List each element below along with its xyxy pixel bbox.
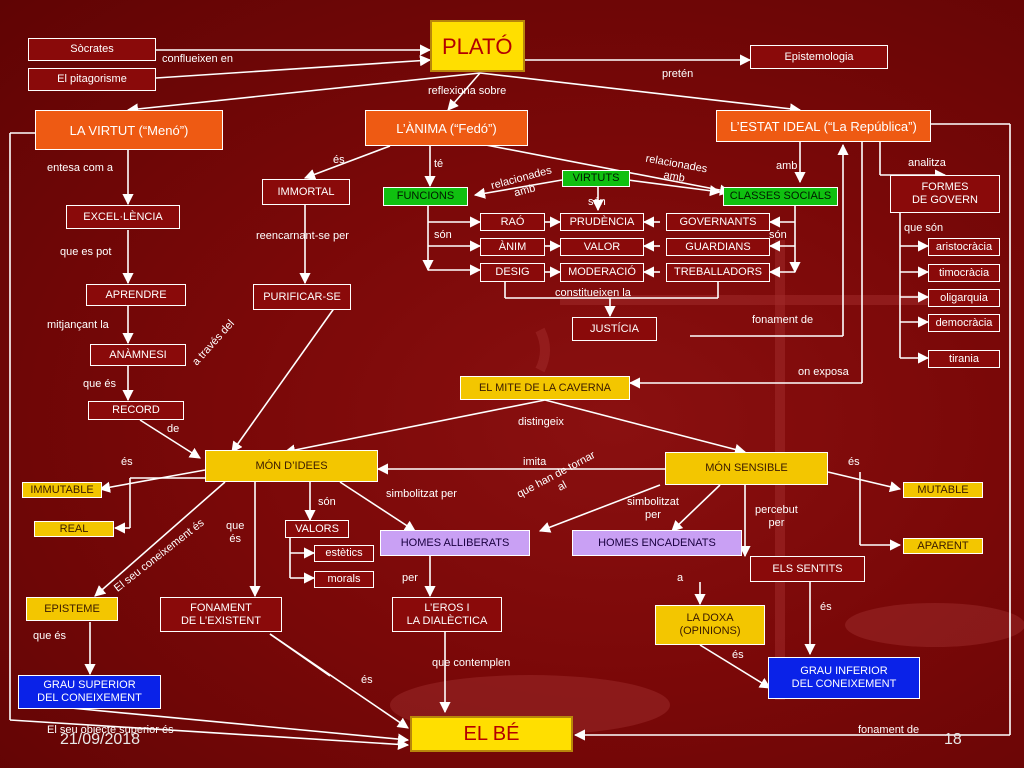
estat-box[interactable]: L’ESTAT IDEAL (“La República”) (716, 110, 931, 142)
footer-page-number: 18 (944, 731, 962, 748)
label-es-doxa: és (732, 649, 744, 661)
socrates-box[interactable]: Sòcrates (28, 38, 156, 61)
label-on-exposa: on exposa (798, 366, 849, 378)
label-a: a (677, 572, 684, 584)
formes-govern-box[interactable]: FORMES DE GOVERN (890, 175, 1000, 213)
label-preten: pretén (662, 68, 694, 80)
guardians-box[interactable]: GUARDIANS (666, 238, 770, 256)
sentits-box[interactable]: ELS SENTITS (750, 556, 865, 582)
mon-idees-box[interactable]: MÓN D’IDEES (205, 450, 378, 482)
anim-box[interactable]: ÀNIM (480, 238, 545, 256)
doxa-box[interactable]: LA DOXA (OPINIONS) (655, 605, 765, 645)
aprendre-box[interactable]: APRENDRE (86, 284, 186, 306)
grau-superior-box[interactable]: GRAU SUPERIOR DEL CONEIXEMENT (18, 675, 161, 709)
pitagorisme-box[interactable]: El pitagorisme (28, 68, 156, 91)
label-analitza: analitza (908, 157, 946, 169)
label-que-es-pot: que es pot (60, 246, 112, 258)
governants-box[interactable]: GOVERNANTS (666, 213, 770, 231)
immortal-box[interactable]: IMMORTAL (262, 179, 350, 205)
label-son-valors: són (318, 496, 336, 508)
eros-dialectica-box[interactable]: L’EROS I LA DIALÈCTICA (392, 597, 502, 632)
moderacio-box[interactable]: MODERACIÓ (560, 263, 644, 282)
prudencia-box[interactable]: PRUDÈNCIA (560, 213, 644, 231)
rao-box[interactable]: RAÓ (480, 213, 545, 231)
classes-box[interactable]: CLASSES SOCIALS (723, 187, 838, 206)
anamnesi-box[interactable]: ANÀMNESI (90, 344, 186, 366)
label-te: té (434, 158, 444, 170)
homes-encadenats-box[interactable]: HOMES ENCADENATS (572, 530, 742, 556)
record-box[interactable]: RECORD (88, 401, 184, 420)
label-es-idees: és (121, 456, 133, 468)
label-son-funcions: són (434, 229, 452, 241)
label-constitueixen: constitueixen la (555, 287, 631, 299)
label-simbolitzat-alliberats: simbolitzat per (386, 488, 457, 500)
label-fonament-de: fonament de (752, 314, 814, 326)
label-entesa: entesa com a (47, 162, 114, 174)
epistemologia-box[interactable]: Epistemologia (750, 45, 888, 69)
grau-inferior-box[interactable]: GRAU INFERIOR DEL CONEIXEMENT (768, 657, 920, 699)
label-distingeix: distingeix (518, 416, 564, 428)
label-que-es: que és (83, 378, 117, 390)
justicia-box[interactable]: JUSTÍCIA (572, 317, 657, 341)
label-son-virtuts: són (588, 196, 606, 208)
label-mitjancant: mitjançant la (47, 319, 109, 331)
label-es-sensible: és (848, 456, 860, 468)
excelencia-box[interactable]: EXCEL·LÈNCIA (66, 205, 180, 229)
real-box[interactable]: REAL (34, 521, 114, 537)
virtut-box[interactable]: LA VIRTUT (“Menó”) (35, 110, 223, 150)
label-reencarnant: reencarnant-se per (256, 230, 349, 242)
aparent-box[interactable]: APARENT (903, 538, 983, 554)
label-fonament-de-2: fonament de (858, 724, 920, 736)
label-de: de (167, 423, 180, 435)
label-percebut: percebut per (755, 504, 798, 529)
label-que-son: que són (904, 222, 944, 234)
morals-box[interactable]: morals (314, 571, 374, 588)
label-es-fonament: és (361, 674, 373, 686)
democracia-box[interactable]: democràcia (928, 314, 1000, 332)
label-conflueixen: conflueixen en (162, 53, 233, 65)
treballadors-box[interactable]: TREBALLADORS (666, 263, 770, 282)
label-que-es-episteme: que és (33, 630, 67, 642)
mon-sensible-box[interactable]: MÓN SENSIBLE (665, 452, 828, 485)
homes-alliberats-box[interactable]: HOMES ALLIBERATS (380, 530, 530, 556)
label-per: per (402, 572, 418, 584)
tirania-box[interactable]: tirania (928, 350, 1000, 368)
virtuts-box[interactable]: VIRTUTS (562, 170, 630, 187)
episteme-box[interactable]: EPISTEME (26, 597, 118, 621)
valors-box[interactable]: VALORS (285, 520, 349, 538)
caverna-box[interactable]: EL MITE DE LA CAVERNA (460, 376, 630, 400)
label-imita: imita (523, 456, 547, 468)
plato-title: PLATÓ (430, 20, 525, 72)
label-es-immortal: és (333, 154, 345, 166)
oligarquia-box[interactable]: oligarquia (928, 289, 1000, 307)
anima-box[interactable]: L’ÀNIMA (“Fedó”) (365, 110, 528, 146)
footer-date: 21/09/2018 (60, 731, 141, 748)
fonament-existent-box[interactable]: FONAMENT DE L’EXISTENT (160, 597, 282, 632)
label-amb: amb (776, 160, 798, 172)
label-es-sentits: és (820, 601, 832, 613)
timocracia-box[interactable]: timocràcia (928, 264, 1000, 282)
el-be-box[interactable]: EL BÉ (410, 716, 573, 752)
valor-box[interactable]: VALOR (560, 238, 644, 256)
purificar-box[interactable]: PURIFICAR-SE (253, 284, 351, 310)
immutable-box[interactable]: IMMUTABLE (22, 482, 102, 498)
aristocracia-box[interactable]: aristocràcia (928, 238, 1000, 256)
funcions-box[interactable]: FUNCIONS (383, 187, 468, 206)
label-simbolitzat-encadenats: simbolitzat per (627, 496, 679, 521)
desig-box[interactable]: DESIG (480, 263, 545, 282)
label-son-classes: són (769, 229, 787, 241)
label-que-es-fonament: que és (226, 520, 245, 545)
estetics-box[interactable]: estètics (314, 545, 374, 562)
label-objecte-superior: El seu objecte superior és (47, 724, 174, 736)
label-reflexiona: reflexiona sobre (428, 85, 507, 97)
label-que-contemplen: que contemplen (432, 657, 511, 669)
mutable-box[interactable]: MUTABLE (903, 482, 983, 498)
